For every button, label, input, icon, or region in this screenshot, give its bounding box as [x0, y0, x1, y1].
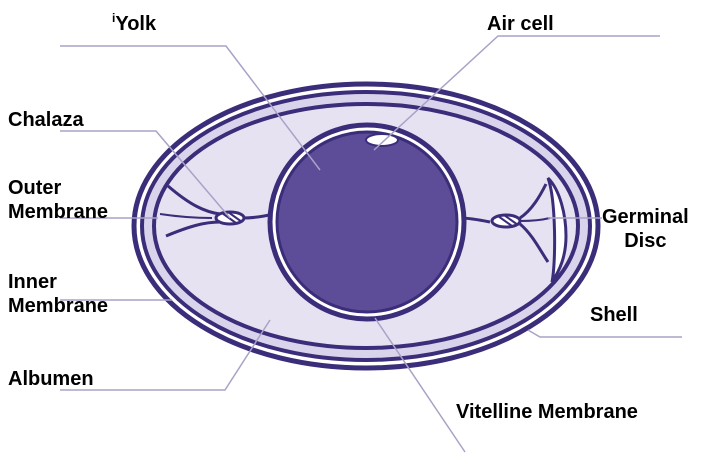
label-outer-membrane: Outer Membrane	[8, 176, 108, 224]
yolk-body	[277, 132, 457, 312]
label-germinal-disc: Germinal Disc	[602, 205, 689, 253]
label-albumen: Albumen	[8, 367, 94, 391]
label-inner-membrane: Inner Membrane	[8, 270, 108, 318]
label-shell: Shell	[590, 303, 638, 327]
label-chalaza: Chalaza	[8, 108, 84, 132]
germinal-disc-spot	[366, 134, 398, 146]
leader-shell	[528, 330, 682, 337]
label-vitelline-membrane: Vitelline Membrane	[456, 400, 638, 424]
label-yolk: iYolk	[112, 12, 156, 36]
label-air-cell: Air cell	[487, 12, 554, 36]
